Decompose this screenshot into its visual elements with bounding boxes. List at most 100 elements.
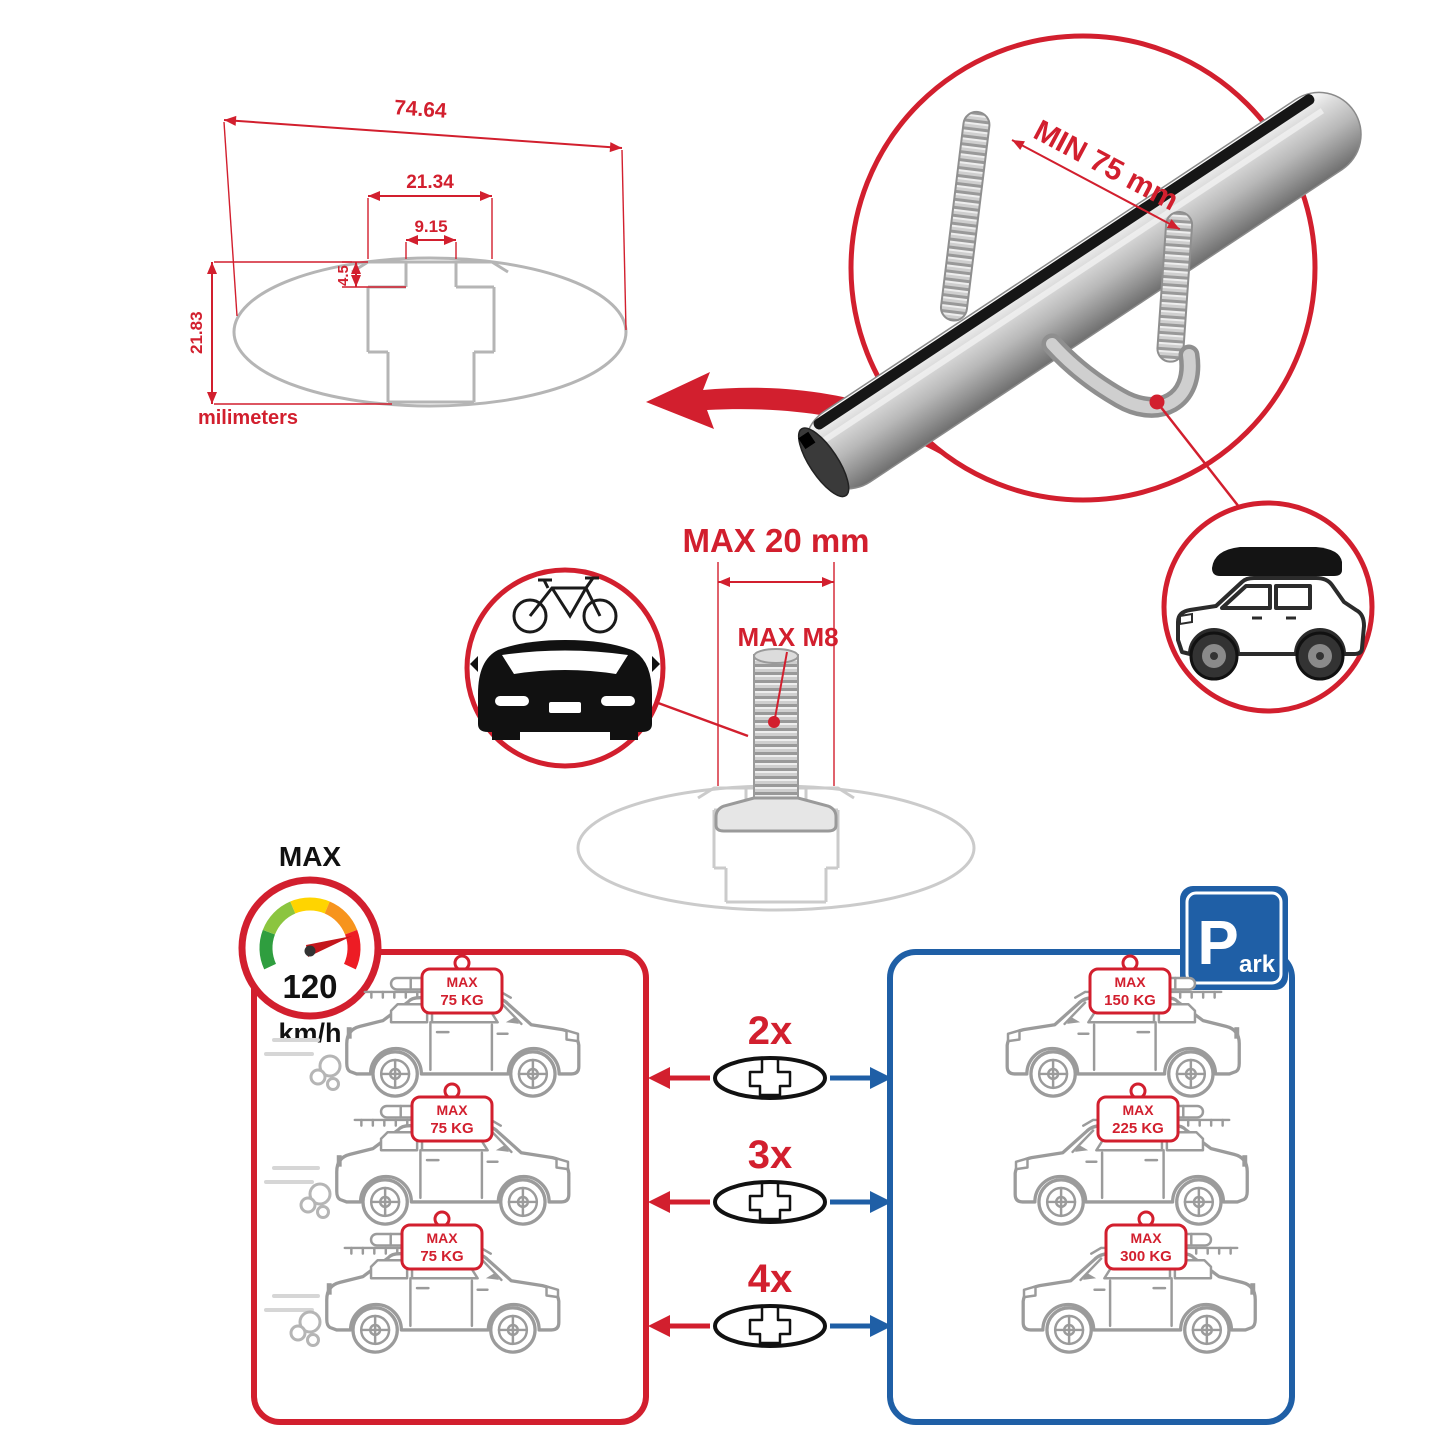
load-tag: MAX 75 KG xyxy=(400,1210,484,1271)
crossbar-profile-ellipse xyxy=(232,256,628,408)
tag-value: 75 KG xyxy=(420,1248,463,1265)
multiplier-row-1: 2x xyxy=(648,1009,892,1100)
tag-label: MAX xyxy=(1114,974,1146,990)
right-arrowhead xyxy=(870,1191,892,1213)
park-sign-suffix: ark xyxy=(1239,951,1276,978)
dim-total-width: 74.64 xyxy=(223,96,627,331)
driving-car-row-2: MAX 75 KG xyxy=(264,1082,571,1226)
multiplier-row-2: 3x xyxy=(648,1133,892,1224)
right-arrowhead xyxy=(870,1315,892,1337)
tag-value: 225 KG xyxy=(1112,1120,1164,1137)
headlight-right xyxy=(601,696,635,706)
park-sign: P ark xyxy=(1180,886,1288,990)
tag-value: 75 KG xyxy=(440,992,483,1009)
front-wheel xyxy=(1189,631,1239,681)
exhaust-smoke xyxy=(299,1182,332,1219)
cross-section-drawing: 74.64 21.34 9.15 4.5 21.83 milimeters xyxy=(187,96,628,429)
dim-total-height-value: 21.83 xyxy=(187,311,206,354)
driving-car-row-3: MAX 75 KG xyxy=(264,1210,561,1354)
dim-channel-width: 21.34 xyxy=(367,172,493,259)
bolt-flange xyxy=(714,796,838,833)
parked-car-row-2: MAX 225 KG xyxy=(1013,1082,1249,1226)
u-bolt-rod-right xyxy=(1156,210,1194,363)
connector-line-clamp-vehicle xyxy=(1159,405,1244,513)
parked-car-row-3: MAX 300 KG xyxy=(1021,1210,1257,1354)
crossbar-render xyxy=(797,91,1362,498)
dim-slot-width: 9.15 xyxy=(405,217,457,259)
load-tag: MAX 150 KG xyxy=(1088,954,1172,1015)
tag-label: MAX xyxy=(1122,1102,1154,1118)
thread-point-dot xyxy=(768,716,780,728)
multiplier-row-3: 4x xyxy=(648,1257,892,1348)
dim-total-width-value: 74.64 xyxy=(393,96,447,123)
park-sign-plate xyxy=(1180,886,1288,990)
load-tag: MAX 225 KG xyxy=(1096,1082,1180,1143)
motion-lines xyxy=(264,1166,320,1184)
driving-cars: MAX 75 KG MAX 75 KG MAX xyxy=(264,954,581,1354)
multiplier-label: 2x xyxy=(748,1009,793,1053)
headlight-left xyxy=(495,696,529,706)
tag-value: 300 KG xyxy=(1120,1248,1172,1265)
bar-detail-circle: MIN 75 mm xyxy=(797,33,1362,503)
dim-channel-width-value: 21.34 xyxy=(406,172,454,193)
headlight xyxy=(1179,612,1193,626)
multiplier-rows: 2x 3x 4x xyxy=(648,1009,892,1348)
dim-slot-depth: 4.5 xyxy=(335,261,406,288)
gauge-pivot xyxy=(304,945,316,957)
multiplier-label: 4x xyxy=(748,1257,793,1301)
bike-icon xyxy=(512,576,618,634)
gauge-arcs xyxy=(259,897,361,970)
max-width-label: MAX 20 mm xyxy=(682,522,869,559)
motion-lines xyxy=(264,1294,320,1312)
speed-gauge: MAX 120 km/h xyxy=(238,841,382,1048)
exhaust-smoke xyxy=(289,1310,322,1347)
park-sign-letter: P xyxy=(1197,909,1238,978)
windshield xyxy=(502,650,628,674)
bike-car-circle xyxy=(464,567,666,769)
driving-car-row-1: MAX 75 KG xyxy=(264,954,581,1098)
multiplier-label: 3x xyxy=(748,1133,793,1177)
bolt-diagram: MAX 20 mm MAX M8 xyxy=(576,522,976,912)
tag-label: MAX xyxy=(446,974,478,990)
gauge-units: km/h xyxy=(278,1018,341,1048)
motion-lines xyxy=(264,1038,320,1056)
dim-slot-width-value: 9.15 xyxy=(414,217,447,236)
tag-label: MAX xyxy=(1130,1230,1162,1246)
u-bolt-rod-left xyxy=(939,110,991,322)
tag-label: MAX xyxy=(426,1230,458,1246)
exhaust-smoke xyxy=(309,1054,342,1091)
parked-car-row-1: MAX 150 KG xyxy=(1005,954,1241,1098)
car-body xyxy=(1176,576,1366,656)
crossbar-profile-channel xyxy=(351,260,509,404)
rear-wheel xyxy=(1295,631,1345,681)
pointer-arrow xyxy=(646,372,958,459)
connector-line-bikecar-bolt xyxy=(649,698,749,738)
car-front-icon xyxy=(470,640,660,740)
roof-box xyxy=(1212,547,1342,576)
tag-label: MAX xyxy=(436,1102,468,1118)
vehicle-detail-circle xyxy=(1161,500,1375,714)
t-bolt xyxy=(714,648,838,833)
license-plate xyxy=(549,702,581,713)
bolt-tip xyxy=(753,648,799,664)
dim-total-height: 21.83 xyxy=(187,261,392,405)
thread-leader-line xyxy=(774,651,788,719)
load-tag: MAX 75 KG xyxy=(410,1082,494,1143)
gauge-needle xyxy=(306,936,352,957)
load-tag: MAX 75 KG xyxy=(420,954,504,1015)
left-arrowhead xyxy=(648,1315,670,1337)
load-tag: MAX 300 KG xyxy=(1104,1210,1188,1271)
right-arrowhead xyxy=(870,1067,892,1089)
units-label: milimeters xyxy=(198,407,298,429)
u-bolt-clamp xyxy=(939,110,1201,418)
max-thread-label: MAX M8 xyxy=(737,622,838,652)
gauge-max-label: MAX xyxy=(279,841,342,872)
parked-cars: MAX 150 KG MAX 225 KG MAX 300 KG xyxy=(1005,954,1257,1354)
left-arrowhead xyxy=(648,1191,670,1213)
dim-slot-depth-value: 4.5 xyxy=(335,265,352,286)
left-arrowhead xyxy=(648,1067,670,1089)
suv-roofbox-icon xyxy=(1176,547,1366,681)
tag-value: 75 KG xyxy=(430,1120,473,1137)
